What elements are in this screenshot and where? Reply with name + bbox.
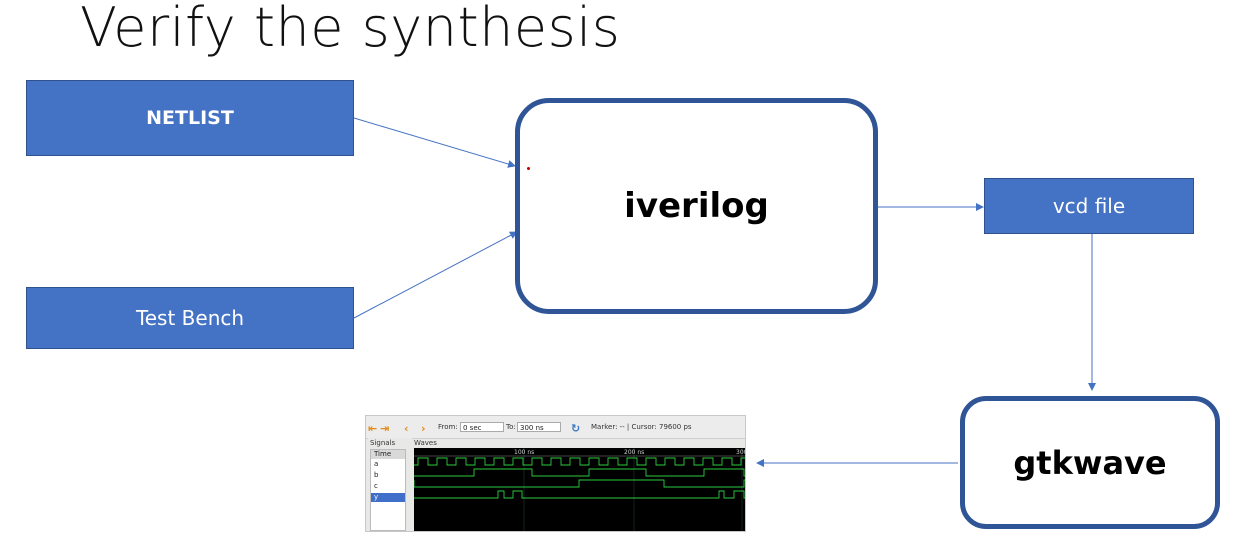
to-input: 300 ns [517,422,561,432]
waveform-background [414,448,745,531]
signal-row: c [374,482,378,490]
gtkwave-window-screenshot: ⇤ ⇥ ‹ › From: 0 sec To: 300 ns ↻ Marker:… [365,415,746,532]
chevron-left-icon: ‹ [404,422,409,435]
signals-list: Time a b c y [370,449,406,531]
reload-icon: ↻ [571,422,581,435]
from-input: 0 sec [460,422,504,432]
signal-row: a [374,460,379,468]
marker-cursor-text: Marker: -- | Cursor: 79600 ps [591,423,692,431]
arrow-netlist-to-iverilog [353,117,516,168]
waveform-b [414,468,745,477]
signals-header: Signals [370,439,396,447]
to-label: To: [506,423,516,431]
chevron-right-icon: › [421,422,426,435]
gtkwave-toolbar: ⇤ ⇥ ‹ › From: 0 sec To: 300 ns ↻ Marker:… [366,416,745,439]
slide-title: Verify the synthesis [80,0,621,59]
waves-header: Waves [414,439,437,447]
signal-row: Time [371,450,405,459]
waveform-y [414,490,745,499]
zoom-fit-icon: ⇤ [368,422,378,435]
arrow-testbench-to-iverilog [353,231,518,319]
zoom-full-icon: ⇥ [380,422,390,435]
iverilog-box: iverilog [515,98,878,314]
signal-row: b [374,471,379,479]
waveform-view: 100 ns 200 ns 300 [414,448,746,531]
waveform-c [414,479,745,488]
laser-pointer-dot [527,167,530,170]
test-bench-box: Test Bench [26,287,354,349]
time-tick-label: 200 ns [624,449,644,456]
gtkwave-box: gtkwave [960,396,1220,529]
signals-panel: Signals Time a b c y [368,438,412,531]
signal-row: y [371,493,405,502]
time-tick-label: 100 ns [514,449,534,456]
vcd-file-box: vcd file [984,178,1194,234]
from-label: From: [438,423,458,431]
netlist-box: NETLIST [26,80,354,156]
waveform-a [414,457,745,466]
time-tick-label: 300 [736,449,746,456]
